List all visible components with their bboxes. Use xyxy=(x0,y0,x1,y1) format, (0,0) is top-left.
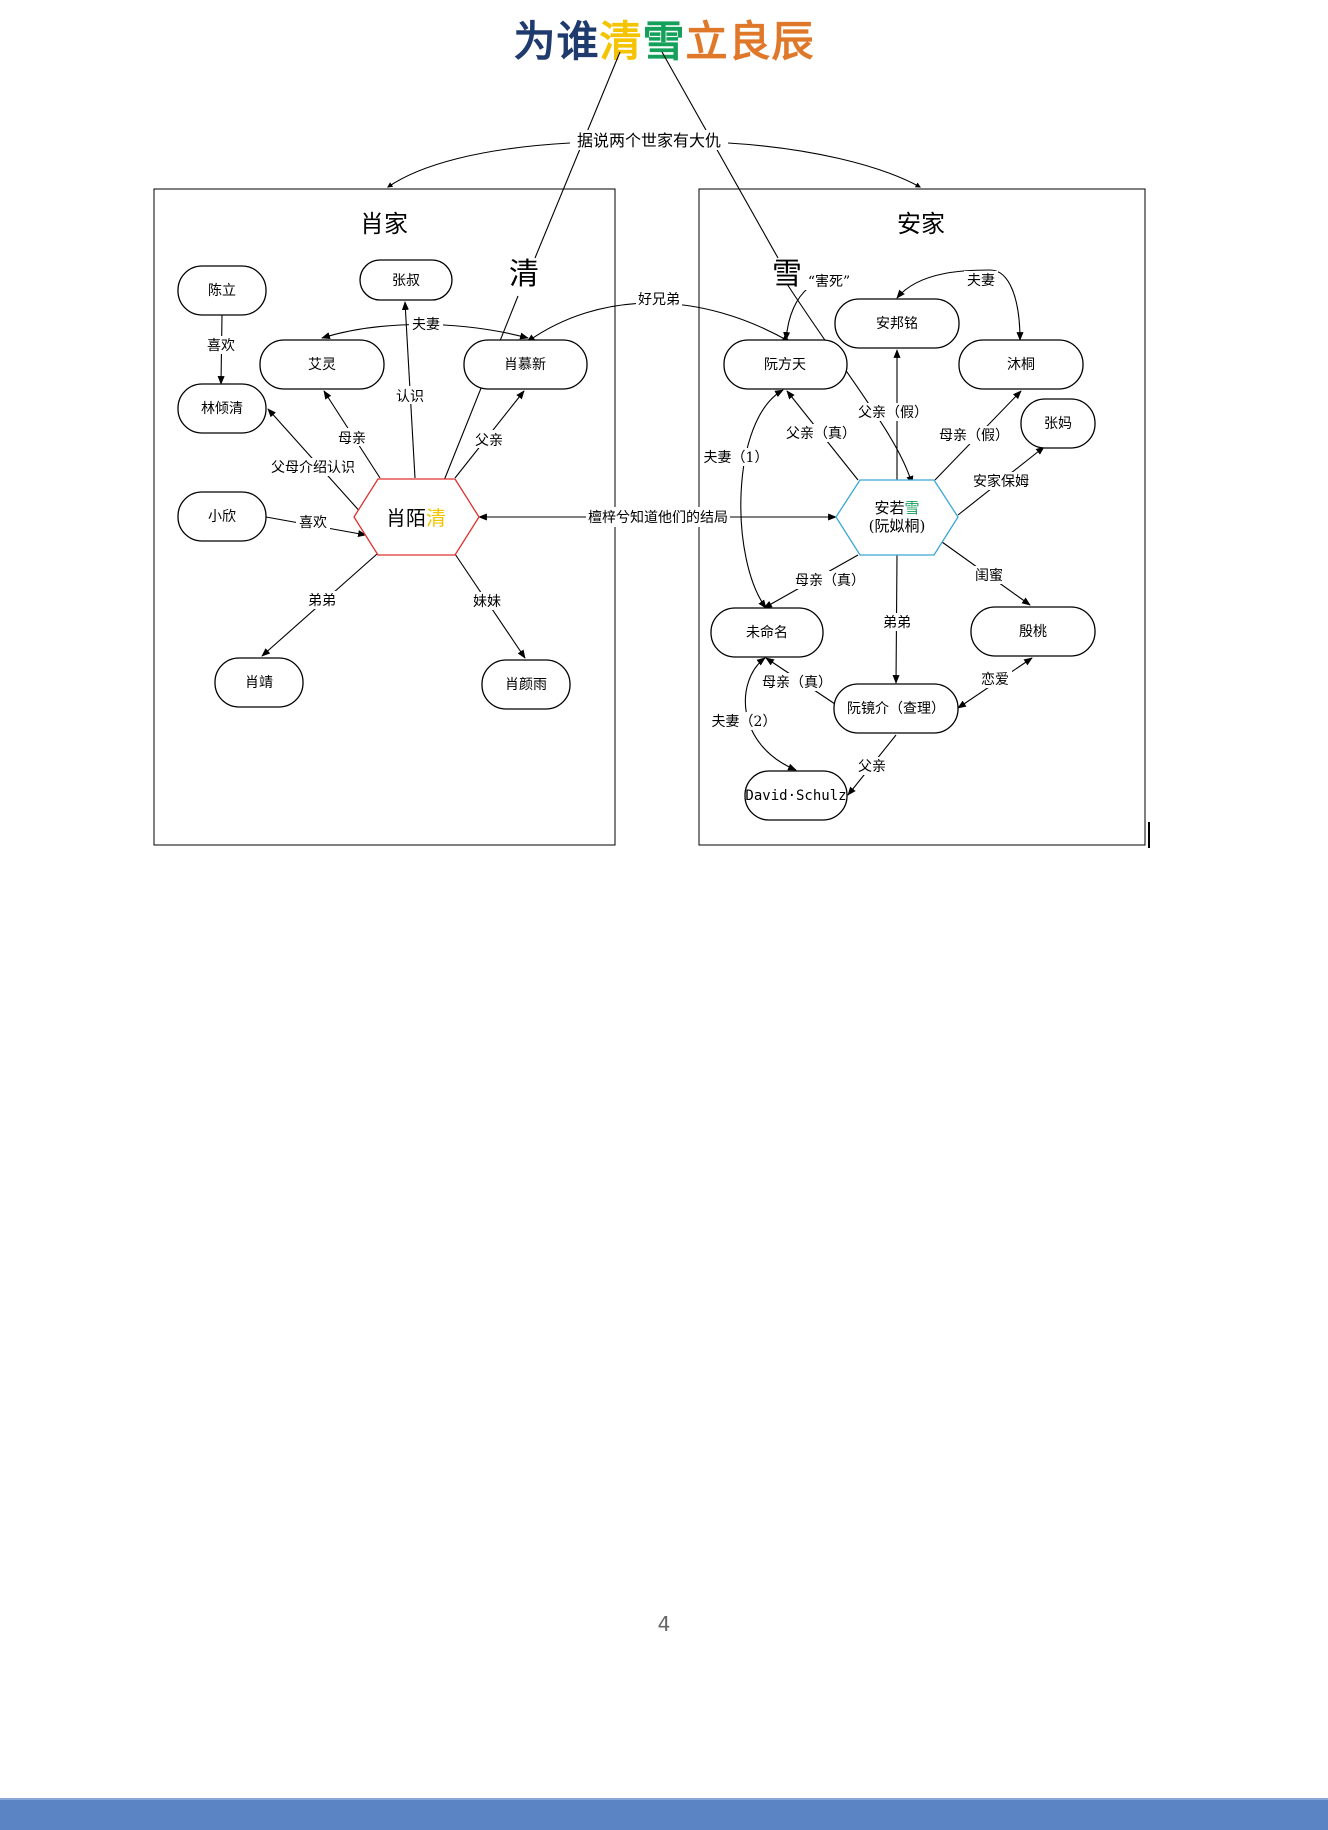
edge-label: 母亲（真） xyxy=(762,675,832,691)
edge-label: 夫妻（2） xyxy=(712,714,777,730)
an-marker-xue: 雪 xyxy=(772,257,802,292)
node-label: 未命名 xyxy=(746,624,788,641)
node-label: 沐桐 xyxy=(1007,357,1035,373)
node-zhangshu xyxy=(359,259,453,301)
edge-label: 恋爱 xyxy=(981,671,1009,688)
node-label: 殷桃 xyxy=(1019,624,1047,640)
node-label: 陈立 xyxy=(208,282,236,299)
title-char: 谁 xyxy=(556,17,600,66)
edge-label: 父亲 xyxy=(858,759,886,775)
node-label: 阮镜介（查理） xyxy=(847,701,945,717)
node-ruanjingjie xyxy=(833,683,959,734)
edge-label: 喜欢 xyxy=(207,338,235,354)
edge-label: 母亲 xyxy=(338,431,366,447)
page-title: 为谁清雪立良辰 xyxy=(0,8,1328,69)
title-line-qing xyxy=(534,51,621,259)
node-xiaojing xyxy=(214,657,304,708)
node-label: 张叔 xyxy=(392,273,420,289)
edge-fuqi1 xyxy=(740,389,784,609)
title-char: 良 xyxy=(728,17,772,66)
title-char: 为 xyxy=(513,17,557,66)
edge-label: 安家保姆 xyxy=(973,473,1029,490)
edge-label: 父亲（假） xyxy=(858,405,928,421)
top-note: 据说两个世家有大仇 xyxy=(577,131,721,150)
edge-label: 妹妹 xyxy=(473,594,501,610)
node-mutong xyxy=(958,339,1084,390)
node-xiaoxin xyxy=(177,491,267,542)
node-label: 阮方天 xyxy=(764,357,806,373)
node-label: 张妈 xyxy=(1044,416,1072,432)
edge-haoxiongdi xyxy=(526,302,791,343)
node-xiaoyanyu xyxy=(481,659,571,710)
xiao-main-label: 肖陌清 xyxy=(386,506,446,530)
xiao-marker-qing: 清 xyxy=(509,257,539,292)
edge-label: 弟弟 xyxy=(883,615,911,631)
edge-label: 夫妻 xyxy=(967,273,995,289)
title-char: 辰 xyxy=(771,17,815,66)
node-chenli xyxy=(177,265,267,316)
node-ruanfangtian xyxy=(723,339,848,390)
title-line-xue xyxy=(661,51,779,259)
an-main-label-2: (阮姒桐) xyxy=(869,517,926,535)
edge-label: 父亲（真） xyxy=(786,426,856,442)
edge-label: 闺蜜 xyxy=(975,568,1003,584)
xiao-family-title: 肖家 xyxy=(360,210,408,238)
node-weimingming xyxy=(710,607,824,658)
node-david xyxy=(744,770,848,821)
title-char: 立 xyxy=(685,17,729,66)
node-label: 艾灵 xyxy=(308,357,336,373)
title-char: 雪 xyxy=(642,17,686,66)
edge-label: 夫妻（1） xyxy=(704,450,769,466)
node-label: 安邦铭 xyxy=(876,316,918,332)
node-linqingqing xyxy=(177,383,267,434)
edge-label: 父亲 xyxy=(475,433,503,449)
node-an-main xyxy=(835,479,959,556)
edge-label: 弟弟 xyxy=(308,593,336,609)
node-label: 肖靖 xyxy=(245,675,273,691)
edge-label: 喜欢 xyxy=(299,515,327,531)
node-yintao xyxy=(970,606,1096,657)
edge-anbangming-mutong xyxy=(896,269,1024,341)
feud-arrow-left xyxy=(387,142,571,188)
node-xiao-main xyxy=(353,478,480,556)
an-family-title: 安家 xyxy=(897,210,945,238)
node-label: 肖颜雨 xyxy=(505,677,547,693)
footer-bar xyxy=(0,1798,1328,1830)
an-main-label-1: 安若雪 xyxy=(874,499,919,517)
node-ailing xyxy=(259,339,385,390)
feud-arrow-right xyxy=(727,142,921,188)
node-label: 林倾清 xyxy=(201,401,243,417)
page-number: 4 xyxy=(657,1612,671,1636)
edge-label: 好兄弟 xyxy=(638,292,680,308)
edge-label: 母亲（假） xyxy=(939,428,1009,444)
node-label: David·Schulz xyxy=(745,788,846,804)
node-label: 小欣 xyxy=(208,509,236,525)
node-label: 肖慕新 xyxy=(504,357,546,373)
qing-to-main-arrow xyxy=(436,295,519,499)
edge-label: 母亲（真） xyxy=(795,573,865,589)
node-zhangma xyxy=(1020,398,1096,449)
edge-label: 父母介绍认识 xyxy=(271,460,355,476)
edge-label: 认识 xyxy=(396,389,424,405)
edge-label: 夫妻 xyxy=(412,317,440,333)
node-xiaomuxin xyxy=(463,339,588,390)
edge-label: 檀梓兮知道他们的结局 xyxy=(588,509,728,526)
node-anbangming xyxy=(834,298,960,349)
title-char: 清 xyxy=(599,17,643,66)
edge-label: “害死” xyxy=(808,274,850,290)
